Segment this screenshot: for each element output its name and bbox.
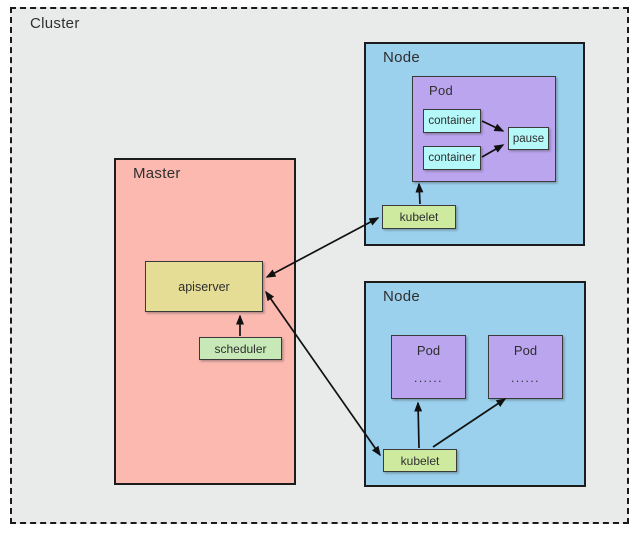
apiserver-label: apiserver [178,279,230,294]
master-group: Master [114,158,296,485]
pod-top-label: Pod [429,83,454,98]
kubelet-bottom-label: kubelet [400,453,440,468]
container-1-box: container [423,109,481,133]
pod-bottom-2-label: Pod [513,343,538,358]
scheduler-box: scheduler [199,337,282,360]
kubelet-top-label: kubelet [399,210,439,224]
kubelet-bottom-box: kubelet [383,449,457,472]
master-label: Master [133,165,181,182]
pod-bottom-2-box: Pod ...... [488,335,563,399]
node-bottom-label: Node [383,288,421,305]
apiserver-box: apiserver [145,261,263,312]
pod-bottom-2-dots: ...... [510,371,540,385]
container-2-box: container [423,146,481,170]
node-top-label: Node [383,49,421,66]
pod-bottom-1-label: Pod [416,343,441,358]
pod-bottom-1-box: Pod ...... [391,335,466,399]
kubelet-top-box: kubelet [382,205,456,229]
pause-box: pause [508,127,549,150]
cluster-label: Cluster [30,15,80,32]
pause-label: pause [512,132,545,145]
container-2-label: container [428,152,476,164]
scheduler-label: scheduler [214,341,267,356]
pod-bottom-1-dots: ...... [413,371,443,385]
container-1-label: container [428,115,476,127]
